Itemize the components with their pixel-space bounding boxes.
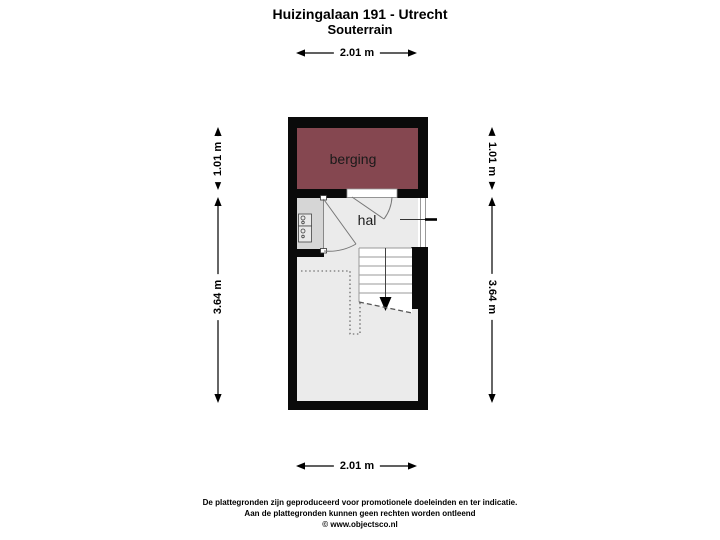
stairs-cut-line [358, 301, 413, 314]
page-subtitle: Souterrain [327, 22, 393, 37]
appliance-symbols [298, 213, 312, 243]
stairs-side-wall [411, 247, 428, 309]
closet-door [323, 198, 357, 252]
window [418, 198, 428, 247]
dim-label-bottom-width: 2.01 m [333, 459, 381, 473]
page-title: Huizingalaan 191 - Utrecht [272, 6, 448, 22]
dim-label-top-width: 2.01 m [333, 46, 381, 60]
dim-label-left-upper: 1.01 m [211, 135, 225, 183]
dim-label-right-upper: 1.01 m [485, 135, 499, 183]
room-label-berging: berging [329, 151, 377, 167]
berging-door-threshold [346, 188, 398, 198]
staircase [358, 247, 413, 314]
room-label-hal: hal [357, 212, 377, 228]
dim-label-right-lower: 3.64 m [485, 273, 499, 321]
disclaimer-footer: De plattegronden zijn geproduceerd voor … [0, 497, 720, 530]
copyright-line: © www.objectsco.nl [322, 520, 398, 529]
disclaimer-line-1: De plattegronden zijn geproduceerd voor … [202, 498, 518, 507]
berging-floor [297, 128, 418, 189]
berging-door [351, 196, 393, 220]
disclaimer-line-2: Aan de plattegronden kunnen geen rechten… [244, 509, 476, 518]
closet-wall-stub [297, 249, 324, 257]
stairs-down-arrow-icon [379, 297, 392, 311]
dim-label-left-lower: 3.64 m [211, 273, 225, 321]
headroom-dotted-line [301, 270, 361, 335]
